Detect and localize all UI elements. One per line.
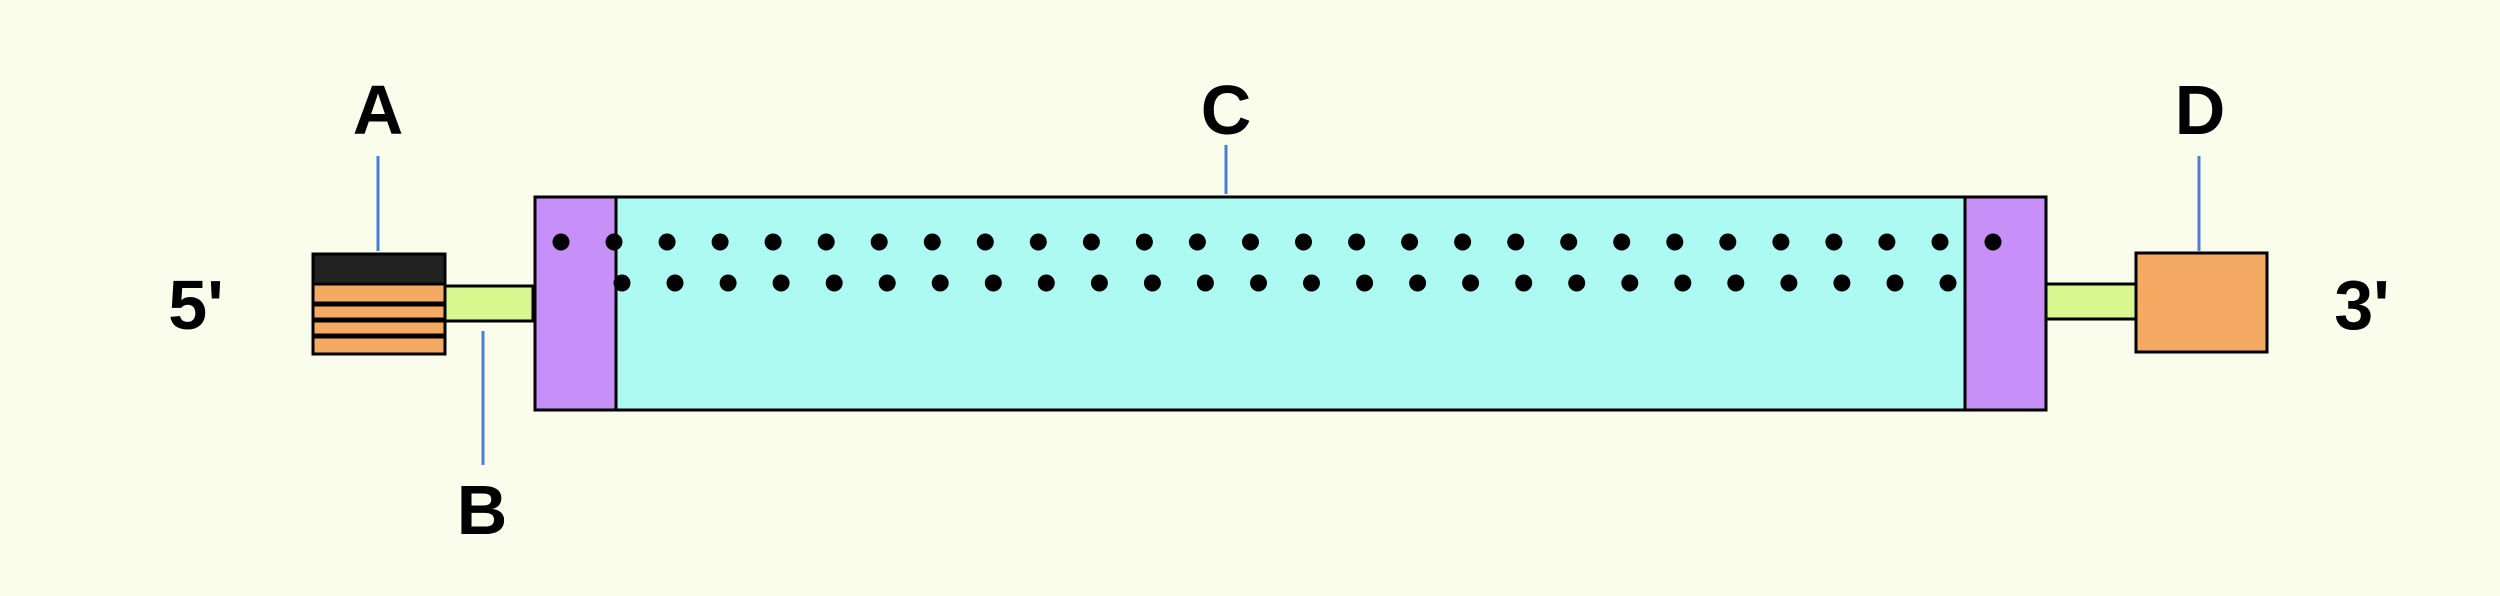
dot-top-row (1188, 233, 1206, 251)
dot-bottom-row (984, 274, 1002, 292)
dot-top-row (1666, 233, 1684, 251)
dot-bottom-row (1303, 274, 1320, 292)
dot-bottom-row (719, 274, 737, 292)
dot-bottom-row (1090, 274, 1108, 292)
dot-bottom-row (1143, 274, 1161, 292)
dot-bottom-row (1196, 274, 1214, 292)
dot-top-row (1719, 233, 1737, 251)
component-c (533, 195, 2048, 412)
label-d: D (2174, 71, 2226, 149)
dot-top-row (1454, 233, 1472, 251)
label-three-prime-end: 3' (2334, 266, 2390, 344)
component-b-linker (443, 284, 535, 323)
label-five-prime-end: 5' (168, 266, 224, 344)
dot-bottom-row (1621, 274, 1639, 292)
dot-top-row (1135, 233, 1153, 251)
dot-top-row (764, 233, 782, 251)
dot-bottom-row (1037, 274, 1055, 292)
dot-bottom-row (1462, 274, 1480, 292)
dot-top-row (658, 233, 676, 251)
dot-top-row (870, 233, 888, 251)
label-a: A (352, 71, 404, 149)
dot-bottom-row (772, 274, 790, 292)
component-c-left-cap (533, 195, 618, 412)
dot-top-row (1560, 233, 1578, 251)
dot-bottom-row (1886, 274, 1904, 292)
dot-top-row (1931, 233, 1949, 251)
dot-bottom-row (1356, 274, 1374, 292)
dot-bottom-row (1780, 274, 1798, 292)
dot-bottom-row (1833, 274, 1851, 292)
dot-bottom-row (1515, 274, 1533, 292)
label-b: B (456, 471, 508, 549)
dot-top-row (711, 233, 729, 251)
component-c-body (533, 195, 2048, 412)
dot-top-row (1613, 233, 1631, 251)
dot-bottom-row (1568, 274, 1586, 292)
dot-top-row (1082, 233, 1100, 251)
right-linker (2044, 282, 2138, 321)
dot-top-row (1984, 233, 2002, 251)
dot-bottom-row (1727, 274, 1745, 292)
dot-top-row (1401, 233, 1419, 251)
dot-top-row (1348, 233, 1366, 251)
dot-top-row (1029, 233, 1047, 251)
dot-bottom-row (613, 274, 631, 292)
dot-bottom-row (931, 274, 949, 292)
dot-top-row (1295, 233, 1312, 251)
dot-bottom-row (1674, 274, 1692, 292)
dot-bottom-row (1409, 274, 1427, 292)
dot-top-row (552, 233, 570, 251)
dot-top-row (817, 233, 835, 251)
component-c-dots (552, 233, 2002, 292)
dot-top-row (1772, 233, 1790, 251)
component-a (311, 252, 447, 356)
dot-top-row (1878, 233, 1896, 251)
label-c: C (1200, 71, 1252, 149)
component-c-right-cap (1963, 195, 2048, 412)
dot-bottom-row (1939, 274, 1957, 292)
component-a-cap (311, 252, 447, 286)
dot-bottom-row (1250, 274, 1267, 292)
component-d (2134, 251, 2269, 354)
dot-top-row (976, 233, 994, 251)
dot-top-row (1242, 233, 1259, 251)
dot-bottom-row (666, 274, 684, 292)
dot-bottom-row (878, 274, 896, 292)
dot-top-row (923, 233, 941, 251)
dot-top-row (1507, 233, 1525, 251)
dot-bottom-row (825, 274, 843, 292)
dot-top-row (605, 233, 623, 251)
dot-top-row (1825, 233, 1843, 251)
